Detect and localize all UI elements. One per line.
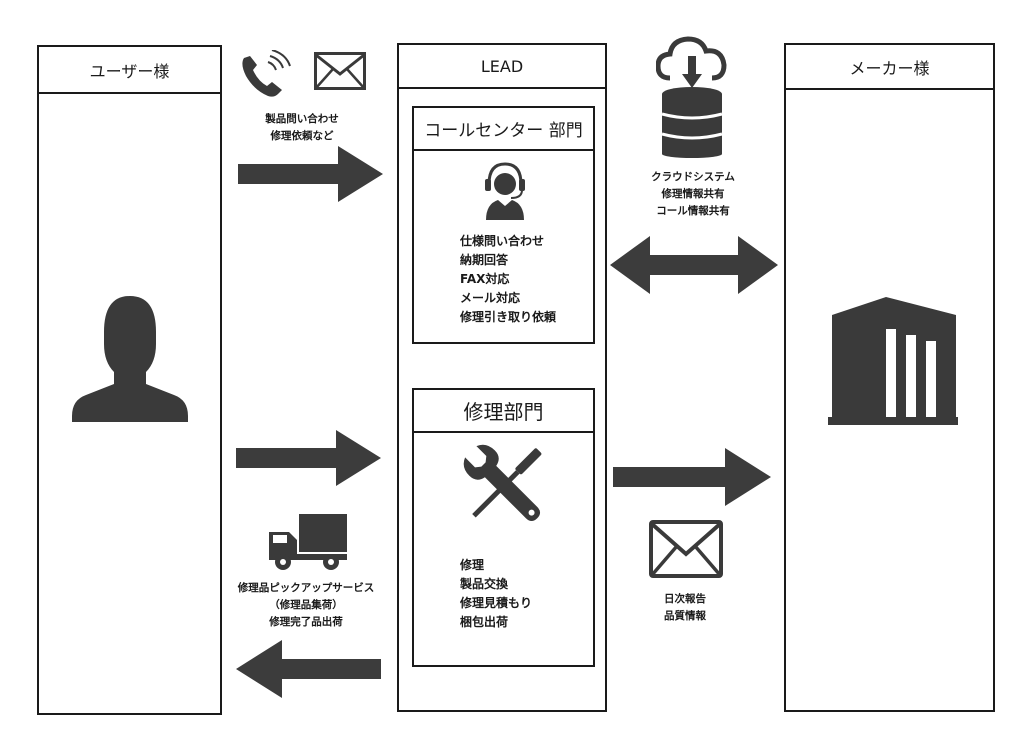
arrow-lead-maker-bidirectional xyxy=(610,236,778,294)
arrow-lead-to-maker xyxy=(613,448,771,506)
task-item: 梱包出荷 xyxy=(460,615,509,629)
report-label: 日次報告 品質情報 xyxy=(620,591,750,625)
cloud-label-line: クラウドシステム xyxy=(651,171,735,183)
task-item: メール対応 xyxy=(460,291,521,305)
arrow-lead-to-user xyxy=(236,640,381,698)
pickup-label-line: （修理品集荷） xyxy=(269,599,343,611)
report-label-line: 品質情報 xyxy=(664,610,706,622)
arrow-user-to-lead-bottom xyxy=(236,430,381,486)
pickup-label-line: 修理品ピックアップサービス xyxy=(237,582,375,594)
arrow-user-to-lead-top xyxy=(238,146,383,202)
task-item: 仕様問い合わせ xyxy=(460,234,545,248)
user-box-title: ユーザー様 xyxy=(39,47,220,94)
operator-headset-icon xyxy=(485,162,525,220)
user-box: ユーザー様 xyxy=(37,45,222,715)
user-silhouette-icon xyxy=(72,296,188,422)
cloud-label-line: コール情報共有 xyxy=(656,205,730,217)
repair-task-list: 修理 製品交換 修理見積もり 梱包出荷 xyxy=(460,556,532,632)
task-item: 修理見積もり xyxy=(460,596,533,610)
call-center-title: コールセンター 部門 xyxy=(414,108,593,151)
factory-building-icon xyxy=(828,297,958,425)
task-item: 製品交換 xyxy=(460,577,509,591)
tools-icon xyxy=(463,444,542,522)
task-item: 修理引き取り依頼 xyxy=(460,310,557,324)
report-label-line: 日次報告 xyxy=(664,593,706,605)
cloud-database-icon xyxy=(656,36,727,158)
inquiry-label: 製品問い合わせ 修理依頼など xyxy=(232,111,372,145)
inquiry-label-line: 修理依頼など xyxy=(270,130,334,142)
task-item: 修理 xyxy=(460,558,485,572)
call-center-task-list: 仕様問い合わせ 納期回答 FAX対応 メール対応 修理引き取り依頼 xyxy=(460,232,556,327)
phone-icon xyxy=(242,50,291,97)
cloud-label-line: 修理情報共有 xyxy=(661,188,725,200)
pickup-label: 修理品ピックアップサービス （修理品集荷） 修理完了品出荷 xyxy=(226,580,386,631)
report-mail-icon xyxy=(649,520,723,578)
repair-box: 修理部門 修理 製品交換 修理見積もり 梱包出荷 xyxy=(412,388,595,667)
repair-title: 修理部門 xyxy=(414,390,593,433)
lead-box-title: LEAD xyxy=(399,45,605,89)
maker-box-title: メーカー様 xyxy=(786,45,993,90)
call-center-box: コールセンター 部門 仕様問い合わせ 納期回答 FAX対応 メール対応 修理引き… xyxy=(412,106,595,344)
mail-icon xyxy=(314,52,366,90)
maker-box: メーカー様 xyxy=(784,43,995,712)
task-item: FAX対応 xyxy=(460,272,510,286)
cloud-label: クラウドシステム 修理情報共有 コール情報共有 xyxy=(623,169,763,220)
inquiry-label-line: 製品問い合わせ xyxy=(265,113,339,125)
task-item: 納期回答 xyxy=(460,253,509,267)
pickup-label-line: 修理完了品出荷 xyxy=(269,616,343,628)
truck-icon xyxy=(269,514,347,570)
